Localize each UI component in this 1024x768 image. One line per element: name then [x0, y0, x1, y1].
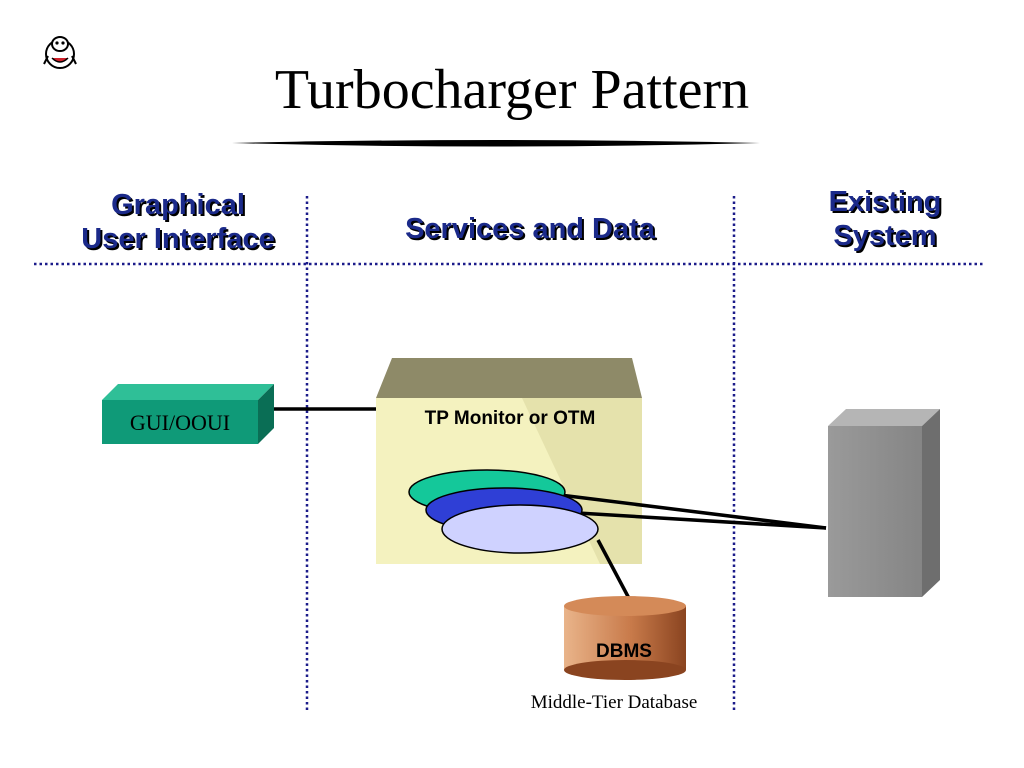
- dbms-label: DBMS: [596, 641, 652, 662]
- gui-ooui-label: GUI/OOUI: [130, 410, 230, 435]
- column-heading-existing: Existing System: [828, 186, 942, 252]
- connector-tp-dbms: [596, 539, 634, 605]
- gui-ooui-box: [102, 384, 274, 444]
- slide-title: Turbocharger Pattern: [274, 59, 750, 121]
- dbms-cylinder: [564, 596, 686, 680]
- existing-system-box: [828, 409, 940, 597]
- column-heading-gui: Graphical User Interface: [81, 189, 275, 255]
- column-heading-services: Services and Data: [405, 213, 655, 245]
- connector-green-existing: [551, 492, 827, 530]
- service-ellipse-lavender: [441, 504, 599, 554]
- tp-monitor-label: TP Monitor or OTM: [425, 408, 596, 429]
- connector-blue-existing: [577, 511, 827, 530]
- dbms-caption: Middle-Tier Database: [531, 692, 698, 713]
